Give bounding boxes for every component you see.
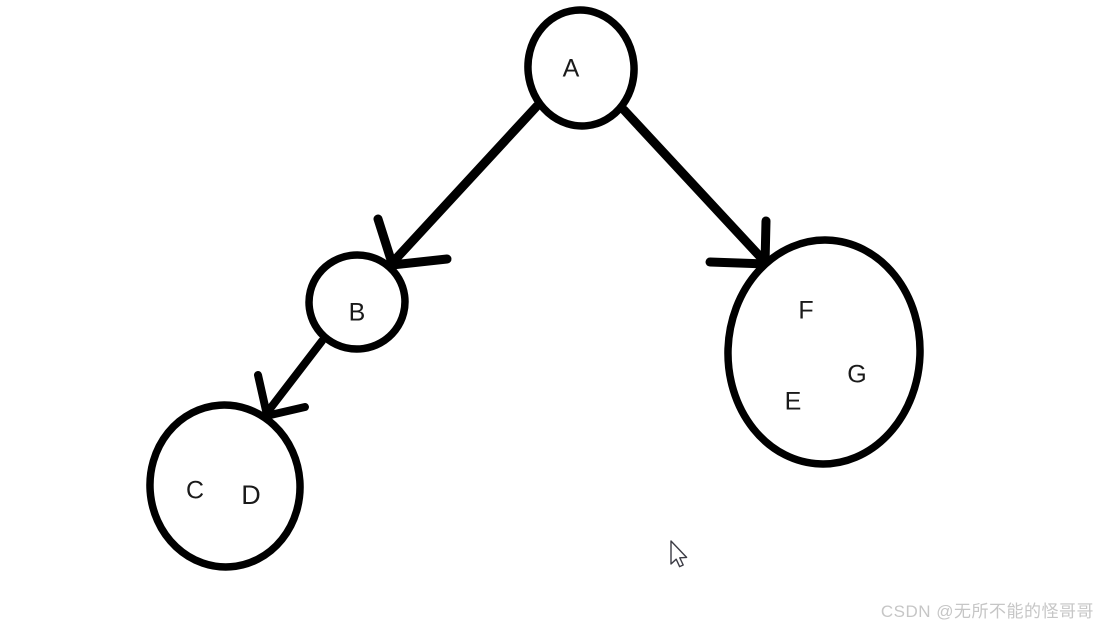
node-a-label-A: A (563, 55, 580, 83)
edge-b-to-cd-arrowhead-barb-right (262, 403, 309, 420)
node-cd-label-C: C (186, 477, 204, 505)
edge-a-to-efg-arrowhead-barb-left (705, 257, 771, 269)
node-efg[interactable]: F G E (724, 236, 924, 468)
nodes-group: A B C D F G E (145, 5, 924, 572)
node-cd-circle[interactable] (145, 400, 306, 572)
edge-b-to-cd-shaft (262, 337, 326, 418)
node-efg-circle[interactable] (724, 236, 924, 468)
node-efg-label-F: F (798, 297, 813, 325)
edges-group (254, 101, 771, 420)
edge-a-to-efg-shaft (619, 105, 771, 268)
edge-a-to-efg-arrowhead-barb-upper (760, 216, 771, 269)
edge-a-to-b-shaft (388, 101, 542, 267)
node-cd-label-D: D (241, 480, 261, 510)
node-a[interactable]: A (522, 5, 640, 131)
node-efg-label-E: E (785, 388, 802, 416)
edge-a-to-b (373, 101, 542, 270)
edge-a-to-b-arrowhead-barb-upper (373, 214, 397, 268)
node-efg-label-G: G (847, 361, 866, 389)
edge-b-to-cd (254, 337, 326, 420)
node-cd[interactable]: C D (145, 400, 306, 572)
edge-a-to-efg (619, 105, 771, 269)
node-a-circle[interactable] (522, 5, 640, 131)
edge-b-to-cd-arrowhead-barb-upper (254, 371, 271, 419)
node-b-label-B: B (349, 299, 366, 327)
csdn-watermark: CSDN @无所不能的怪哥哥 (880, 602, 1094, 621)
node-b[interactable]: B (303, 249, 411, 355)
edge-a-to-b-arrowhead-barb-right (387, 254, 452, 270)
node-b-circle[interactable] (303, 249, 411, 355)
